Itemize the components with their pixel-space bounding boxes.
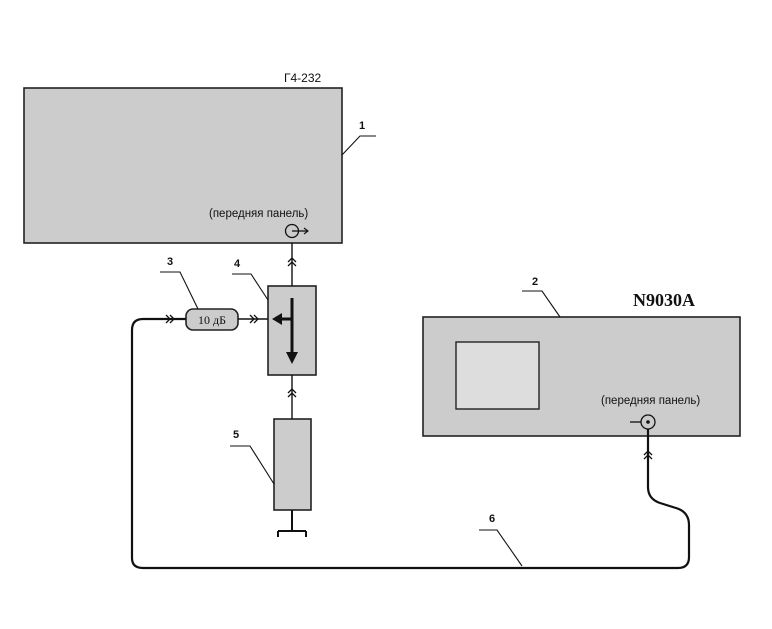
analyzer-panel-label: (передняя панель) [601, 395, 700, 407]
matched-load: 5 [230, 418, 312, 537]
leader-6 [479, 529, 523, 567]
load-body [273, 418, 312, 511]
generator-panel-label: (передняя панель) [209, 208, 308, 220]
cable: 6 [130, 314, 691, 570]
analyzer-model-label: N9030A [633, 290, 695, 310]
directional-coupler: 4 [232, 258, 317, 376]
coupler-number: 4 [234, 258, 241, 270]
leader-3 [160, 271, 199, 310]
leader-2 [522, 290, 561, 318]
generator-number: 1 [359, 120, 365, 132]
analyzer-screen [455, 341, 540, 410]
generator-coupler-link [287, 243, 297, 286]
analyzer-number: 2 [532, 276, 538, 288]
attenuator-label: 10 дБ [198, 313, 226, 327]
attenuator-number: 3 [167, 256, 173, 268]
coupler-load-link [287, 375, 297, 419]
ground-icon [277, 510, 307, 537]
attenuator-coupler-link [238, 314, 268, 324]
leader-5 [230, 445, 275, 485]
signal-generator: Г4-232 (передняя панель) 1 [23, 71, 376, 244]
generator-model-label: Г4-232 [284, 71, 322, 85]
attenuator: 10 дБ 3 [160, 256, 239, 331]
cable-number: 6 [489, 513, 495, 525]
generator-output-connector-icon [284, 223, 309, 239]
load-number: 5 [233, 429, 239, 441]
signal-analyzer: N9030A (передняя панель) 2 [422, 276, 741, 437]
leader-1 [341, 135, 376, 156]
cable-path [130, 317, 691, 570]
generator-body [23, 87, 343, 244]
leader-4 [232, 273, 269, 301]
